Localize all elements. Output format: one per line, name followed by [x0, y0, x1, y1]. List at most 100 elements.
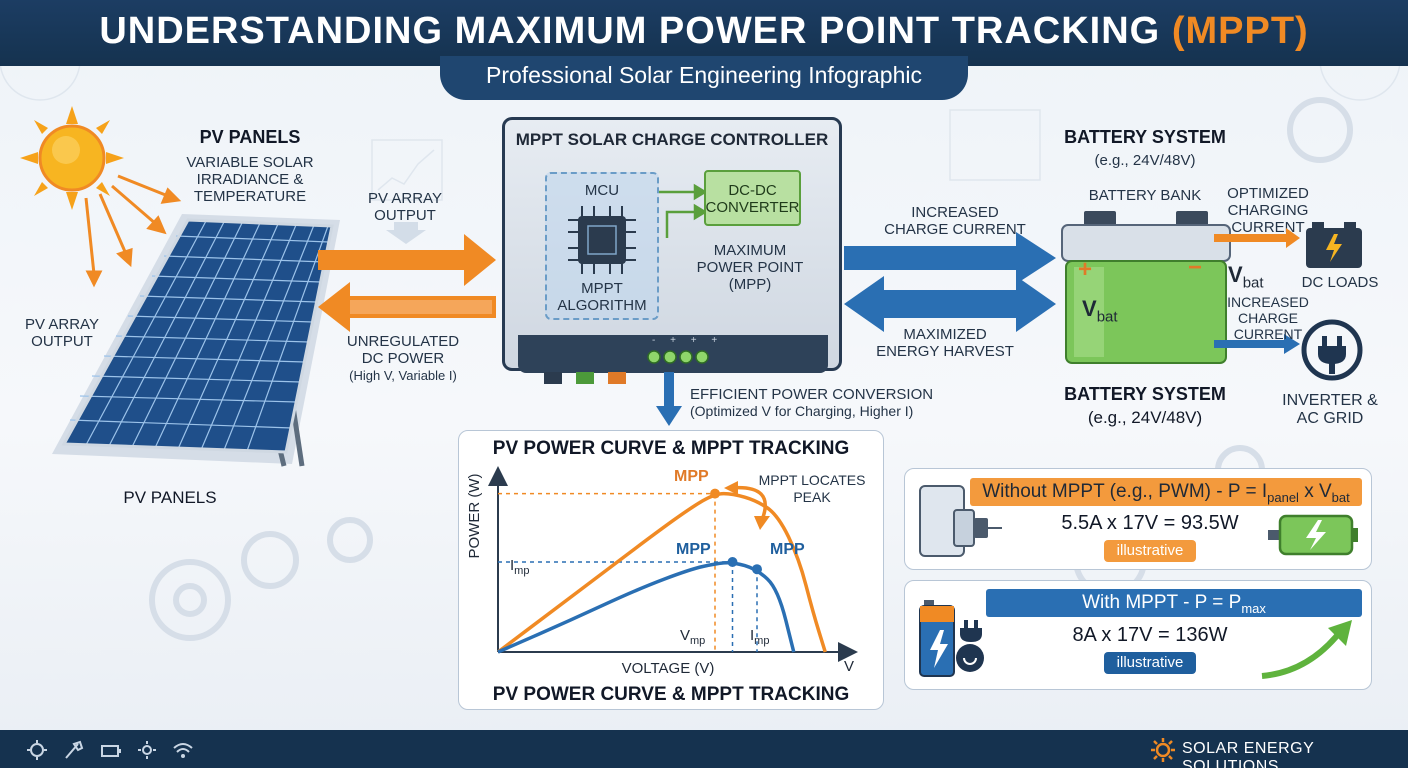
efficient-conversion-label: EFFICIENT POWER CONVERSION (Optimized V … [690, 386, 950, 420]
with-mppt-header: With MPPT - P = Pmax [986, 589, 1362, 617]
inverter-line2: AC GRID [1296, 410, 1364, 427]
with-mppt-calc: 8A x 17V = 136W [1072, 624, 1228, 646]
header-bar [0, 0, 1408, 66]
plug-icon [1301, 319, 1363, 381]
mpp-point-2 [727, 557, 738, 567]
battery-heading-2: BATTERY SYSTEM [1064, 384, 1226, 404]
with-sub-max: max [1241, 600, 1266, 616]
chart-xlabel: VOLTAGE (V) [621, 660, 715, 677]
solar-cell-icon [27, 740, 47, 760]
vmp-x-sub: mp [690, 635, 706, 647]
pv-irradiance-label: VARIABLE SOLAR IRRADIANCE & TEMPERATURE [170, 154, 330, 205]
solar-brand-icon [1151, 738, 1175, 762]
unregulated-line2: DC POWER [361, 350, 445, 367]
indicator-text: - + + + [652, 335, 724, 346]
battery-heading: BATTERY SYSTEM [1064, 127, 1226, 147]
inc-line1: INCREASED [1227, 294, 1309, 310]
pv-irradiance-line1: VARIABLE SOLAR [186, 154, 314, 171]
page-subtitle: Professional Solar Engineering Infograph… [486, 62, 922, 88]
mcu-box [545, 172, 659, 320]
power-curve-series-2 [497, 560, 796, 654]
battery-bank-label: BATTERY BANK [1088, 187, 1202, 204]
mppt-locates-label: MPPT LOCATES PEAK [752, 472, 872, 506]
mpp-label-right: MPP [770, 541, 805, 558]
sun-footer-icon [138, 741, 156, 759]
mpp-label: MAXIMUM POWER POINT (MPP) [680, 242, 820, 293]
sun-icon [20, 106, 182, 288]
power-curve-chart [488, 466, 858, 662]
algo-line1: MPPT [581, 280, 623, 297]
subtitle-tab [440, 56, 968, 100]
optimized-current-label: OPTIMIZED CHARGING CURRENT [1218, 185, 1318, 236]
mppt-locates-arrowtail [724, 481, 738, 495]
battery-icon [1061, 211, 1231, 364]
imp-y-sub: mp [514, 565, 530, 577]
inverter-line1: INVERTER & [1282, 392, 1378, 409]
page-title-main: UNDERSTANDING MAXIMUM POWER POINT TRACKI… [99, 10, 1172, 52]
unregulated-dc-label: UNREGULATED DC POWER (High V, Variable I… [333, 333, 473, 384]
pv-output-top-label: PV ARRAY OUTPUT [355, 190, 455, 224]
pv-bottom-label: PV PANELS [123, 488, 217, 507]
mcu-to-dcdc-arrows [659, 183, 707, 238]
tools-icon [65, 740, 84, 759]
imp-y-i: I [510, 557, 515, 574]
maximized-harvest-label: MAXIMIZED ENERGY HARVEST [870, 326, 1020, 360]
chart-title-bottom: PV POWER CURVE & MPPT TRACKING [492, 684, 850, 705]
mpp-line1: MAXIMUM [713, 242, 787, 259]
mpp-line3: (MPP) [728, 276, 772, 293]
vmp-x-v: V [680, 627, 691, 644]
solar-panel-illustration [52, 214, 340, 467]
without-mppt-header: Without MPPT (e.g., PWM) - P = Ipanel x … [970, 478, 1362, 506]
vmp-x-label: Vmp [680, 627, 705, 647]
pv-irradiance-line2: IRRADIANCE & [196, 171, 304, 188]
dc-load-battery-icon [1306, 222, 1362, 268]
with-title-text: With MPPT - P = P [1082, 592, 1242, 613]
mppt-locates-arrowhead [754, 516, 770, 530]
mpp-line2: POWER POINT [696, 259, 804, 276]
mpp-point-right [752, 564, 762, 575]
harvest-line2: ENERGY HARVEST [876, 343, 1014, 360]
pv-output-left-line1: PV ARRAY [25, 316, 99, 333]
dcdc-converter-label: DC-DC CONVERTER [704, 182, 801, 216]
pv-output-top-line2: OUTPUT [374, 207, 436, 224]
mpp-label-top: MPP [674, 468, 709, 485]
mpp-point-1 [710, 488, 720, 499]
chart-ylabel: POWER (W) [466, 473, 483, 559]
controller-title: MPPT SOLAR CHARGE CONTROLLER [515, 130, 829, 149]
without-title-mid: x V [1298, 481, 1332, 502]
battery-plus: + [1078, 256, 1093, 283]
chart-panel [458, 430, 884, 710]
opt-line1: OPTIMIZED [1227, 185, 1309, 202]
footer-brand: SOLAR ENERGY SOLUTIONS [1182, 740, 1314, 768]
down-arrow-icon [386, 222, 426, 244]
unregulated-line3: (High V, Variable I) [349, 368, 457, 383]
indicator-leds [647, 350, 709, 364]
pv-flow-arrows [318, 234, 496, 332]
battery-footer-icon [101, 745, 121, 757]
imp-x-label: Imp [750, 627, 769, 647]
efficient-line1: EFFICIENT POWER CONVERSION [690, 386, 934, 403]
increased-current-label: INCREASED CHARGE CURRENT [1222, 294, 1314, 342]
load-flow-arrows [1214, 228, 1300, 354]
loads-vbat-v: V [1228, 262, 1243, 287]
pwm-controller-icon [919, 485, 1002, 557]
efficiency-down-arrow [656, 372, 682, 426]
increased-charge-label: INCREASED CHARGE CURRENT [860, 204, 1050, 238]
without-sub-panel: panel [1267, 489, 1299, 505]
imp-y-label: Imp [510, 557, 529, 577]
chart-x-end-label: V [844, 658, 855, 675]
pv-output-left-label: PV ARRAY OUTPUT [0, 316, 124, 350]
unregulated-line1: UNREGULATED [346, 333, 460, 350]
imp-x-i: I [750, 627, 755, 644]
opt-line2: CHARGING [1227, 202, 1309, 219]
inc-line3: CURRENT [1233, 326, 1303, 342]
loads-vbat-sub: bat [1242, 274, 1264, 292]
locates-line2: PEAK [793, 489, 831, 505]
inc-line2: CHARGE [1238, 310, 1298, 326]
pv-heading: PV PANELS [199, 127, 301, 147]
power-curve-series-1 [496, 491, 827, 654]
locates-line1: MPPT LOCATES [758, 472, 866, 488]
mppt-battery-plug-icon [919, 600, 984, 677]
chart-title-top: PV POWER CURVE & MPPT TRACKING [492, 438, 850, 459]
pv-output-top-line1: PV ARRAY [368, 190, 442, 207]
